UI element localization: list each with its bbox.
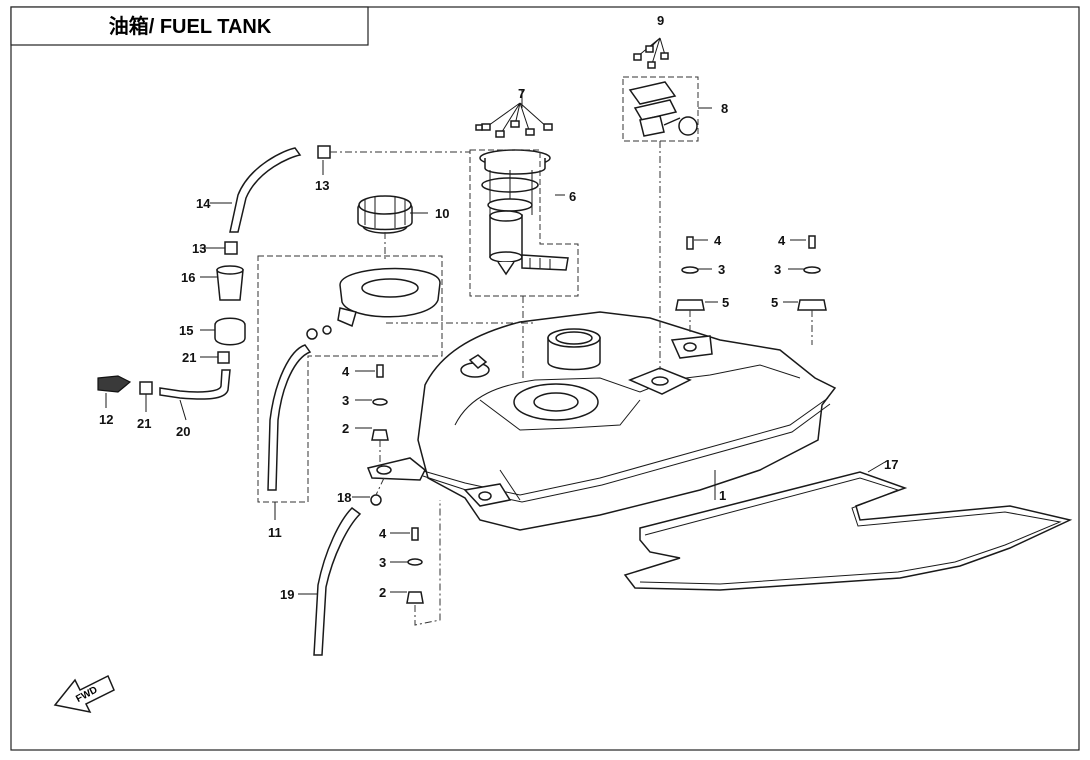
filler-bowl — [267, 267, 441, 491]
callout-5a: 5 — [722, 295, 729, 310]
drain-group-box — [257, 255, 443, 503]
mount-hardware — [371, 235, 827, 604]
callout-4c: 4 — [714, 233, 722, 248]
callout-11: 11 — [268, 525, 282, 540]
callout-8: 8 — [721, 101, 728, 116]
callout-3c: 3 — [718, 262, 725, 277]
callout-4a: 4 — [342, 364, 350, 379]
callout-12: 12 — [99, 412, 113, 427]
fuel-cap — [357, 195, 413, 234]
pump-group-box — [469, 149, 579, 297]
callout-1: 1 — [719, 488, 726, 503]
callout-15: 15 — [179, 323, 193, 338]
callout-21b: 21 — [137, 416, 151, 431]
callout-20: 20 — [176, 424, 190, 439]
fuel-pump-assembly — [479, 149, 569, 276]
callout-5b: 5 — [771, 295, 778, 310]
page-title: 油箱/ FUEL TANK — [109, 14, 272, 38]
callout-2b: 2 — [379, 585, 386, 600]
callout-13b: 13 — [315, 178, 329, 193]
callout-7: 7 — [518, 86, 525, 101]
callout-16: 16 — [181, 270, 195, 285]
callout-3b: 3 — [379, 555, 386, 570]
callout-3a: 3 — [342, 393, 349, 408]
callout-6: 6 — [569, 189, 576, 204]
title-block: 油箱/ FUEL TANK — [10, 6, 369, 46]
pump-screws — [475, 102, 553, 138]
callout-10: 10 — [435, 206, 449, 221]
callout-14: 14 — [196, 196, 211, 211]
callout-3d: 3 — [774, 262, 781, 277]
callout-17: 17 — [884, 457, 898, 472]
fwd-arrow: FWD — [53, 674, 115, 714]
callout-9: 9 — [657, 13, 664, 28]
callout-labels: 1 2 2 3 3 3 3 4 4 4 4 5 5 6 7 8 9 10 11 … — [99, 13, 898, 602]
fuel-tank-body — [366, 311, 837, 531]
level-sensor-assembly — [622, 37, 699, 142]
callout-4d: 4 — [778, 233, 786, 248]
callout-21a: 21 — [182, 350, 196, 365]
overflow-hose — [313, 494, 382, 656]
callout-18: 18 — [337, 490, 351, 505]
callout-2a: 2 — [342, 421, 349, 436]
callout-13a: 13 — [192, 241, 206, 256]
callout-19: 19 — [280, 587, 294, 602]
vent-hose-set — [97, 145, 331, 400]
callout-4b: 4 — [379, 526, 387, 541]
leader-lines — [105, 90, 886, 626]
diagram-border — [10, 6, 1080, 751]
